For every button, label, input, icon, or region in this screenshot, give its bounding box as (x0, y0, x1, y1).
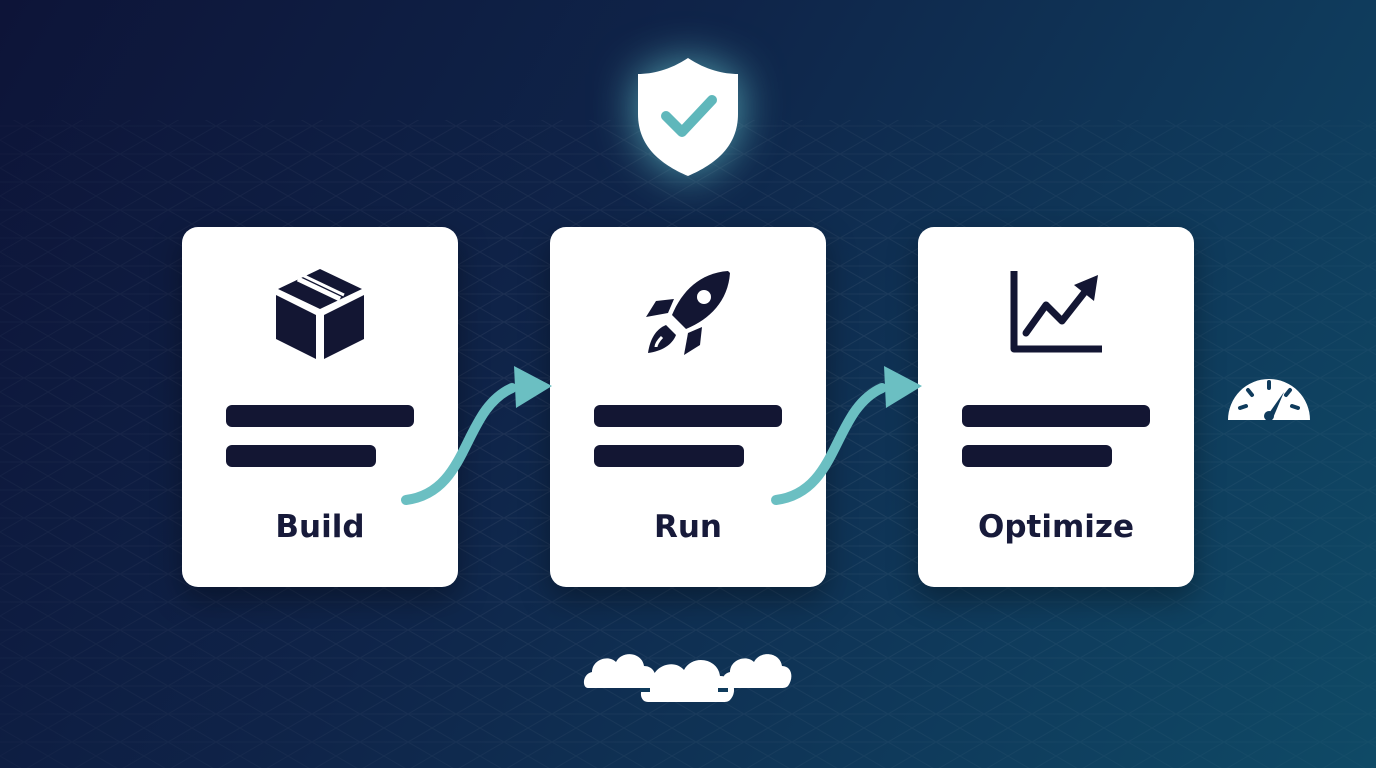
stage-label-build: Build (275, 509, 365, 545)
rocket-icon (646, 271, 730, 355)
shield-check-icon (628, 52, 748, 182)
stage-label-run: Run (653, 509, 722, 545)
stage-label-optimize: Optimize (978, 509, 1134, 545)
stage-card-run: Run (550, 227, 826, 587)
text-line-placeholder (226, 445, 376, 467)
text-line-placeholder (962, 405, 1150, 427)
text-line-placeholder (594, 445, 744, 467)
text-line-placeholder (226, 405, 414, 427)
box-icon (276, 269, 364, 359)
cloud-icon (580, 640, 796, 706)
stage-card-build: Build (182, 227, 458, 587)
text-line-placeholder (594, 405, 782, 427)
gauge-icon (1224, 366, 1314, 424)
text-line-placeholder (962, 445, 1112, 467)
growth-chart-icon (1010, 271, 1102, 353)
stage-card-optimize: Optimize (918, 227, 1194, 587)
